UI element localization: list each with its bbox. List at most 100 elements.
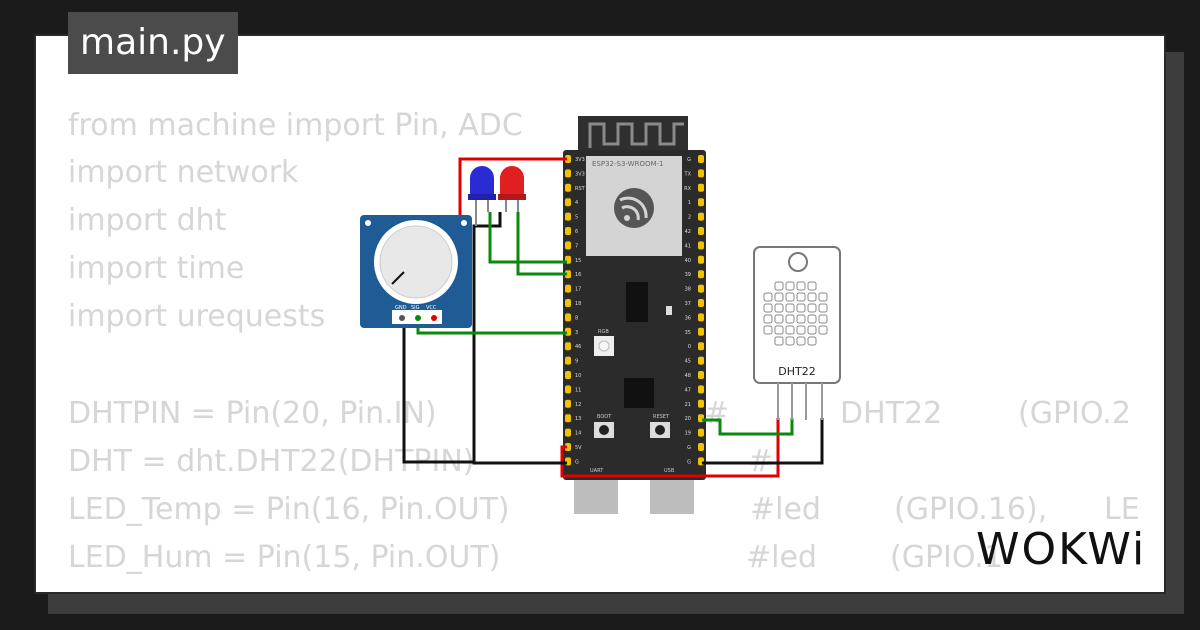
code-line: import time <box>68 251 245 286</box>
left-pin[interactable] <box>565 428 571 437</box>
right-pin[interactable] <box>698 198 704 207</box>
grille-hole <box>807 325 817 335</box>
left-pin-label: 7 <box>575 243 578 249</box>
left-pin[interactable] <box>565 356 571 365</box>
wokwi-logo: WOKWi <box>976 524 1147 575</box>
right-pin-label: TX <box>684 171 692 177</box>
left-pin[interactable] <box>565 212 571 221</box>
right-pin[interactable] <box>698 371 704 379</box>
right-pin-label: 1 <box>688 200 691 206</box>
pot-pin-label: VCC <box>426 305 437 311</box>
right-pin[interactable] <box>698 212 704 221</box>
right-pin[interactable] <box>698 342 704 351</box>
left-pin-label: 3V3 <box>575 157 585 163</box>
ground-wire <box>472 212 567 465</box>
code-comment: # <box>704 396 730 431</box>
dht22-sensor[interactable]: DHT22 <box>753 246 841 420</box>
code-comment: (GPIO.2 <box>1018 396 1131 431</box>
right-pin[interactable] <box>698 356 704 365</box>
left-pin[interactable] <box>565 227 571 235</box>
left-pin[interactable] <box>565 443 571 451</box>
right-pin[interactable] <box>698 155 704 163</box>
usb-port <box>650 480 694 514</box>
pot-knob <box>379 225 453 299</box>
left-pin[interactable] <box>565 284 571 293</box>
left-pin-label: 14 <box>575 431 581 437</box>
left-pin[interactable] <box>565 414 571 423</box>
right-pin-label: G <box>687 445 691 451</box>
code-comment: DHT22 <box>840 396 943 431</box>
left-pin[interactable] <box>565 299 571 307</box>
right-pin[interactable] <box>698 270 704 279</box>
left-pin-label: 5V <box>575 445 582 451</box>
code-line: from machine import Pin, ADC <box>68 108 523 143</box>
grille-hole <box>796 325 806 335</box>
left-pin-label: 16 <box>575 272 581 278</box>
right-pin[interactable] <box>698 385 704 394</box>
uart-label: UART <box>590 468 604 474</box>
grille-hole <box>796 303 806 313</box>
code-line: DHT = dht.DHT22(DHTPIN) <box>68 444 475 479</box>
left-pin[interactable] <box>565 371 571 379</box>
right-pin-label: 38 <box>685 287 691 293</box>
chip <box>624 378 654 408</box>
left-pin[interactable] <box>565 313 571 322</box>
grille-hole <box>785 281 795 291</box>
led-indicator <box>666 306 672 315</box>
espressif-logo-icon <box>614 188 654 228</box>
signal-wire <box>516 212 567 276</box>
grille-hole <box>774 281 784 291</box>
left-pin-label: 3 <box>575 330 578 336</box>
left-pin-label: 12 <box>575 402 581 408</box>
right-pin[interactable] <box>698 299 704 307</box>
left-pin-label: 4 <box>575 200 578 206</box>
right-pin-label: 0 <box>688 344 691 350</box>
left-pin[interactable] <box>565 198 571 207</box>
file-tab[interactable]: main.py <box>68 12 238 74</box>
grille-hole <box>774 314 784 324</box>
red-led[interactable] <box>498 166 526 212</box>
right-pin[interactable] <box>698 284 704 293</box>
signal-wire <box>702 418 794 436</box>
left-pin[interactable] <box>565 399 571 408</box>
right-pin[interactable] <box>698 241 704 250</box>
grille-hole <box>796 281 806 291</box>
left-pin[interactable] <box>565 155 571 163</box>
grille-hole <box>763 314 773 324</box>
blue-led[interactable] <box>468 166 496 226</box>
left-pin[interactable] <box>565 342 571 351</box>
right-pin[interactable] <box>698 399 704 408</box>
grille-hole <box>774 292 784 302</box>
right-pin-label: 39 <box>685 272 691 278</box>
sensor-body <box>753 246 841 384</box>
right-pin[interactable] <box>698 313 704 322</box>
right-pin[interactable] <box>698 183 704 192</box>
right-pin[interactable] <box>698 443 704 451</box>
left-pin[interactable] <box>565 385 571 394</box>
right-pin-label: 19 <box>685 431 691 437</box>
grille-hole <box>785 303 795 313</box>
grille-hole <box>818 303 828 313</box>
right-pin[interactable] <box>698 428 704 437</box>
left-pin[interactable] <box>565 270 571 279</box>
left-pin[interactable] <box>565 241 571 250</box>
right-pin[interactable] <box>698 227 704 235</box>
right-pin[interactable] <box>698 255 704 264</box>
right-pin-label: 20 <box>685 416 691 422</box>
right-pin[interactable] <box>698 169 704 178</box>
usb-label: USB <box>664 468 675 474</box>
grille-hole <box>785 292 795 302</box>
left-pin[interactable] <box>565 183 571 192</box>
left-pin-label: 13 <box>575 416 581 422</box>
esp32-s3-board[interactable]: ESP32-S3-WROOM-1 RGB BOOT RESET UART USB… <box>563 116 706 514</box>
potentiometer[interactable]: GND SIG VCC <box>360 215 472 328</box>
grille-hole <box>796 292 806 302</box>
code-comment: (GPIO.16), <box>894 492 1048 527</box>
right-pin-label: 48 <box>685 373 691 379</box>
left-pin[interactable] <box>565 169 571 178</box>
grille-hole <box>796 336 806 346</box>
grille-hole <box>785 336 795 346</box>
right-pin-label: 47 <box>685 387 691 393</box>
right-pin[interactable] <box>698 327 704 336</box>
code-comment: LE <box>1104 492 1140 527</box>
